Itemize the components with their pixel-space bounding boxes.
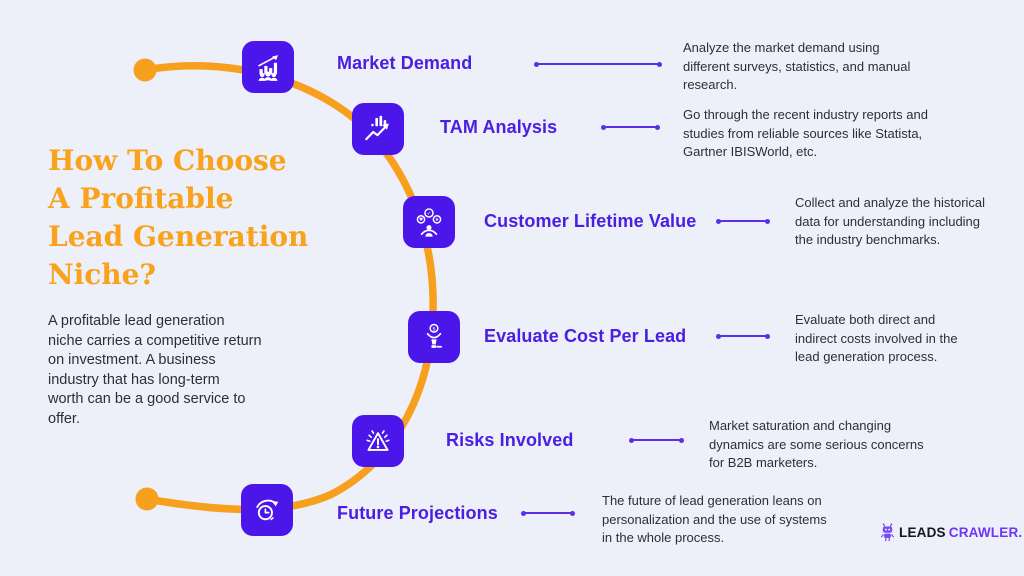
brand-name-crawler: CRAWLER.: [948, 525, 1023, 540]
item-description-tam-analysis: Go through the recent industry reports a…: [683, 107, 928, 159]
customer-lifetime-value-step-icon: ♥ ✓ ★: [403, 196, 455, 248]
item-description-customer-lifetime-value: Collect and analyze the historical data …: [795, 195, 986, 247]
tam-analysis-step-icon: [352, 103, 404, 155]
connector-line: [716, 218, 770, 224]
connector-line: [534, 61, 662, 67]
page-title-line: How To Choose: [48, 144, 287, 177]
item-description-evaluate-cost-per-lead: Evaluate both direct and indirect costs …: [795, 312, 958, 364]
item-title-customer-lifetime-value: Customer Lifetime Value: [484, 211, 697, 231]
svg-text:$: $: [432, 326, 436, 332]
customer-badges-icon: ♥ ✓ ★: [416, 208, 442, 237]
trend-line-chart-icon: [365, 115, 389, 141]
market-demand-step-icon: [242, 41, 294, 93]
svg-text:♥: ♥: [419, 217, 423, 223]
connector-line: [521, 510, 575, 516]
connector-line: [716, 333, 770, 339]
svg-text:★: ★: [435, 217, 440, 223]
coin-funnel-icon: $: [426, 323, 442, 348]
page-title-line: A Profitable: [48, 182, 234, 215]
item-title-risks-involved: Risks Involved: [446, 430, 574, 450]
svg-text:✓: ✓: [427, 211, 431, 217]
connector-line: [629, 437, 684, 443]
evaluate-cost-per-lead-step-icon: $: [408, 311, 460, 363]
page-title-line: Niche?: [48, 258, 156, 291]
item-title-market-demand: Market Demand: [337, 53, 473, 73]
warning-triangle-icon: [366, 430, 390, 451]
item-description-risks-involved: Market saturation and changing dynamics …: [709, 418, 924, 470]
page-title: How To Choose A Profitable Lead Generati…: [48, 142, 308, 294]
item-description-market-demand: Analyze the market demand using differen…: [683, 40, 911, 92]
connector-line: [601, 124, 660, 130]
bar-chart-people-icon: [258, 55, 279, 81]
item-title-future-projections: Future Projections: [337, 503, 498, 523]
future-projections-step-icon: [241, 484, 293, 536]
intro-paragraph: A profitable lead generation niche carri…: [48, 313, 262, 427]
risks-involved-step-icon: [352, 415, 404, 467]
item-description-future-projections: The future of lead generation leans on p…: [602, 493, 827, 545]
item-title-tam-analysis: TAM Analysis: [440, 117, 558, 137]
robot-crawler-icon: [880, 523, 895, 542]
brand-name-leads: LEADS: [899, 525, 946, 540]
curve-start-dot: [133, 58, 157, 82]
item-title-evaluate-cost-per-lead: Evaluate Cost Per Lead: [484, 326, 687, 346]
clock-forward-icon: [256, 499, 279, 521]
page-title-line: Lead Generation: [48, 220, 309, 253]
curve-end-dot: [135, 487, 159, 511]
